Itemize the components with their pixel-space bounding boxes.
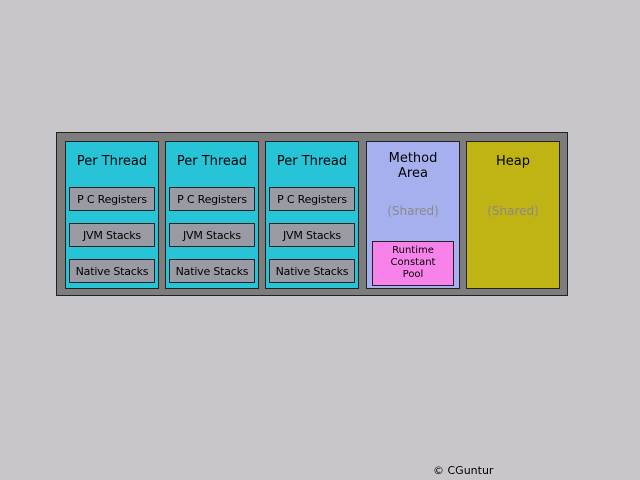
method-area: Method Area (Shared) Runtime Constant Po… (366, 141, 460, 289)
per-thread-area-1: Per Thread P C Registers JVM Stacks Nati… (65, 141, 159, 289)
native-stacks-box: Native Stacks (169, 259, 255, 283)
jvm-stacks-box: JVM Stacks (69, 223, 155, 247)
heap-title: Heap (496, 154, 530, 169)
per-thread-title: Per Thread (76, 154, 148, 169)
method-area-title-line-1: Method (388, 151, 438, 166)
pc-registers-box: P C Registers (169, 187, 255, 211)
pool-label-line-3: Pool (402, 269, 424, 280)
heap-shared-label: (Shared) (487, 204, 539, 218)
pc-registers-box: P C Registers (69, 187, 155, 211)
native-stacks-box: Native Stacks (269, 259, 355, 283)
native-stacks-box: Native Stacks (69, 259, 155, 283)
per-thread-title: Per Thread (176, 154, 248, 169)
jvm-stacks-box: JVM Stacks (269, 223, 355, 247)
copyright-notice: © CGuntur (433, 464, 494, 477)
pool-label-line-2: Constant (390, 257, 436, 268)
runtime-constant-pool-box: Runtime Constant Pool (372, 241, 454, 286)
heap-area: Heap (Shared) (466, 141, 560, 289)
per-thread-area-3: Per Thread P C Registers JVM Stacks Nati… (265, 141, 359, 289)
method-area-shared-label: (Shared) (387, 204, 439, 218)
per-thread-area-2: Per Thread P C Registers JVM Stacks Nati… (165, 141, 259, 289)
per-thread-title: Per Thread (276, 154, 348, 169)
method-area-title-line-2: Area (398, 166, 428, 181)
pc-registers-box: P C Registers (269, 187, 355, 211)
pool-label-line-1: Runtime (392, 245, 434, 256)
method-area-title: Method Area (367, 151, 459, 181)
jvm-stacks-box: JVM Stacks (169, 223, 255, 247)
jvm-memory-container: Per Thread P C Registers JVM Stacks Nati… (56, 132, 568, 296)
